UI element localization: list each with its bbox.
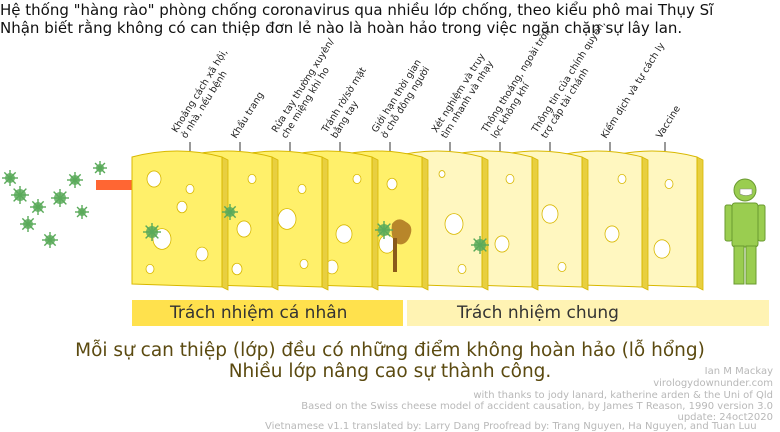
layer-label-1: Khoảng cách xã hội,ở nhà, nếu bệnh [170,47,230,140]
virus-particle [143,223,161,241]
cheese-hole [378,234,396,254]
virus-particle [375,221,393,239]
virus-particle [42,232,58,248]
cheese-hole [438,170,446,178]
virus-particle [11,186,29,204]
layer-label-2: Khẩu trang [229,90,266,140]
summary-line-2: Nhiều lớp nâng cao sự thành công. [228,361,552,382]
cheese-hole [664,178,674,189]
cheese-hole [505,173,515,184]
credit-translation: Vietnamese v1.1 translated by: Larry Dan… [265,421,757,432]
shared-responsibility-bar: Trách nhiệm chung [407,300,769,326]
summary-line-1: Mỗi sự can thiệp (lớp) đều có những điểm… [75,340,705,361]
cheese-hole [176,200,188,214]
mask-icon [739,188,753,196]
virus-particle [67,172,83,188]
layer-label-line1: Khẩu trang [229,90,266,140]
cheese-hole [386,177,398,191]
cheese-hole [653,239,671,259]
credit-author: Ian M Mackay [704,366,773,377]
cheese-hole [541,204,559,224]
cheese-hole [299,258,309,269]
cheese-hole [297,183,307,194]
cheese-hole [236,220,252,238]
credit-site: virologydownunder.com [653,378,773,389]
credit-thanks: with thanks to jody lanard, katherine ar… [473,390,773,401]
layer-label-9: Kiểm dịch và tự cách ly [599,41,667,141]
cheese-hole [352,173,362,184]
virus-particle [2,170,18,186]
cheese-hole [617,173,627,184]
cheese-hole [145,263,155,274]
cheese-side [271,156,279,291]
virus-particle [471,236,489,254]
cheese-hole [146,170,162,188]
cheese-hole [335,224,353,244]
title-line-1: Hệ thống "hàng rào" phòng chống coronavi… [0,1,714,19]
virus-particle [51,189,69,207]
cheese-face [131,150,223,288]
virus-particles [2,161,489,254]
cheese-hole [557,261,567,272]
layer-label-line1: Vaccine [654,104,683,141]
credit-based-on: Based on the Swiss cheese model of accid… [301,401,773,412]
cheese-side [696,156,704,291]
virus-particle [93,161,107,175]
credit-update: update: 24oct2020 [677,412,774,423]
virus-particle [75,205,89,219]
layer-label-10: Vaccine [654,104,683,141]
title-line-2: Nhận biết rằng không có can thiệp đơn lẻ… [0,19,683,37]
cheese-hole [457,263,467,274]
cheese-layers [131,150,704,291]
cheese-hole [494,235,510,253]
cheese-side [221,156,229,291]
cheese-side [371,156,379,291]
cheese-hole [185,183,195,194]
cheese-hole [277,208,297,230]
cheese-hole [247,173,257,184]
cheese-side [421,156,429,291]
cheese-hole [195,246,209,262]
cheese-layer-1 [131,150,229,291]
cheese-side [531,156,539,291]
cheese-side [581,156,589,291]
personal-responsibility-bar: Trách nhiệm cá nhân [132,300,403,326]
virus-particle [30,199,46,215]
layer-label-line1: Kiểm dịch và tự cách ly [599,41,667,141]
virus-particle [20,216,36,232]
cheese-hole [231,262,243,276]
cheese-hole [604,225,620,243]
virus-particle [222,204,238,220]
person-icon [724,178,766,285]
cheese-hole [444,213,464,235]
blob-drip [393,238,397,272]
cheese-side [481,156,489,291]
cheese-side [641,156,649,291]
cheese-side [321,156,329,291]
